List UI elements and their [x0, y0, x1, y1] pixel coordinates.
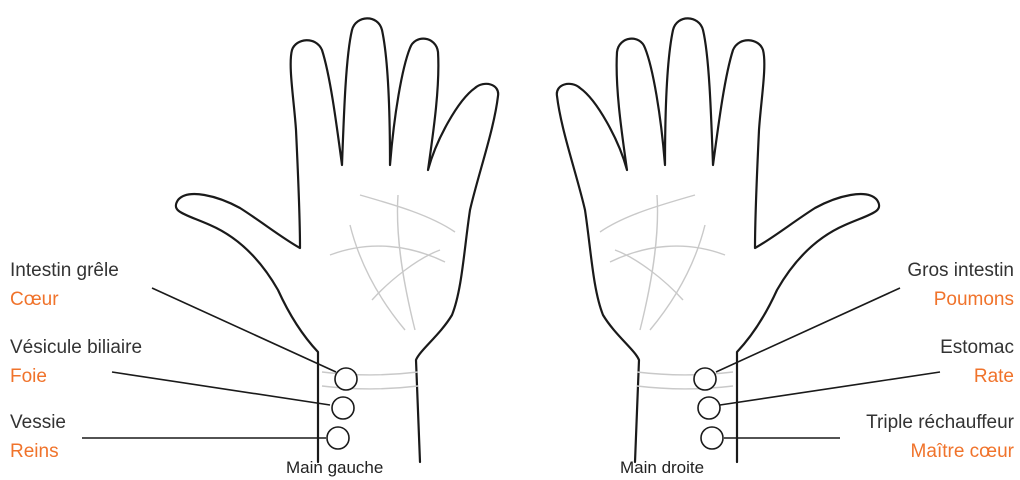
- paired-organ-label: Foie: [10, 366, 142, 388]
- paired-organ-label: Poumons: [907, 289, 1014, 311]
- organ-label: Estomac: [940, 337, 1014, 359]
- paired-organ-label: Reins: [10, 441, 66, 463]
- left-point-3-label: Vessie Reins: [10, 412, 66, 463]
- leader-line-left-2: [112, 372, 330, 405]
- paired-organ-label: Cœur: [10, 289, 119, 311]
- organ-label: Vésicule biliaire: [10, 337, 142, 359]
- left-hand-caption: Main gauche: [286, 458, 383, 478]
- pulse-point-left-2: [332, 397, 354, 419]
- paired-organ-label: Rate: [940, 366, 1014, 388]
- left-hand-illustration: [176, 18, 498, 462]
- pulse-point-right-2: [698, 397, 720, 419]
- organ-label: Vessie: [10, 412, 66, 434]
- organ-label: Intestin grêle: [10, 260, 119, 282]
- paired-organ-label: Maître cœur: [866, 441, 1014, 463]
- pulse-point-left-3: [327, 427, 349, 449]
- organ-label: Gros intestin: [907, 260, 1014, 282]
- organ-label: Triple réchauffeur: [866, 412, 1014, 434]
- right-hand-caption: Main droite: [620, 458, 704, 478]
- pulse-point-right-1: [694, 368, 716, 390]
- right-point-3-label: Triple réchauffeur Maître cœur: [866, 412, 1014, 463]
- leader-line-right-2: [720, 372, 940, 405]
- right-point-1-label: Gros intestin Poumons: [907, 260, 1014, 311]
- pulse-point-left-1: [335, 368, 357, 390]
- right-point-2-label: Estomac Rate: [940, 337, 1014, 388]
- left-point-2-label: Vésicule biliaire Foie: [10, 337, 142, 388]
- pulse-point-right-3: [701, 427, 723, 449]
- right-hand-illustration: [557, 18, 879, 462]
- left-point-1-label: Intestin grêle Cœur: [10, 260, 119, 311]
